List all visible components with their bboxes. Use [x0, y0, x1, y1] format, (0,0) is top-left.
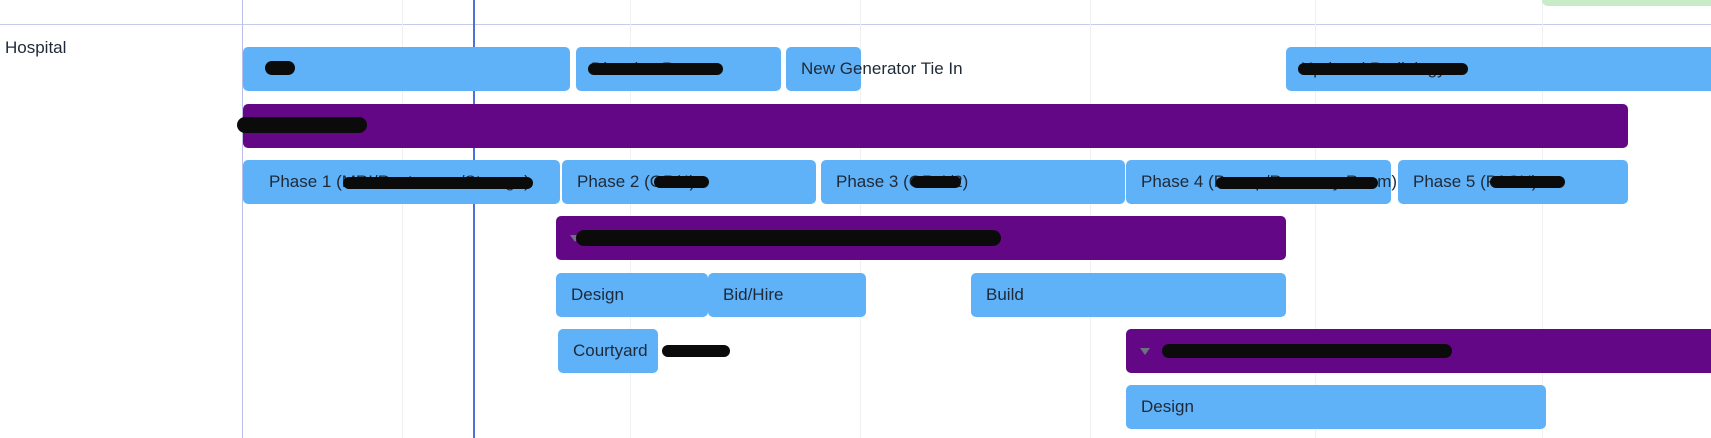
- redaction: [1216, 177, 1378, 189]
- redaction: [576, 230, 1001, 246]
- label-column-divider: [242, 0, 243, 438]
- task-bar-phase-2[interactable]: Phase 2 (OR/4): [562, 160, 816, 204]
- gridline: [1542, 0, 1543, 438]
- task-bar-design[interactable]: Design: [1126, 385, 1546, 429]
- task-bar-bid-hire[interactable]: Bid/Hire: [708, 273, 866, 317]
- task-bar-design[interactable]: Design: [556, 273, 708, 317]
- chevron-down-icon[interactable]: [1140, 347, 1150, 355]
- redaction: [911, 176, 961, 188]
- gridline: [1315, 0, 1316, 438]
- row-label: Hospital: [5, 38, 67, 57]
- redaction: [588, 63, 723, 75]
- group-bar-project-a[interactable]: [556, 216, 1286, 260]
- task-bar[interactable]: [243, 47, 570, 91]
- task-bar-build[interactable]: Build: [971, 273, 1286, 317]
- group-bar-project-b[interactable]: [1126, 329, 1711, 373]
- task-bar-phase-5[interactable]: Phase 5 (PACU): [1398, 160, 1628, 204]
- task-bar-dictation-room[interactable]: Dictation Room: [576, 47, 781, 91]
- redaction: [265, 61, 295, 75]
- task-bar-radiology[interactable]: Updated Radiology: [1286, 47, 1711, 91]
- chevron-down-icon[interactable]: [570, 234, 580, 242]
- task-bar-phase-1[interactable]: Phase 1 (MRI/Restrooms/Storage): [243, 160, 560, 204]
- task-bar-phase-3[interactable]: Phase 3 (OR 1/2): [821, 160, 1125, 204]
- task-bar-phase-4[interactable]: Phase 4 (Pre-op/Recovery Room): [1126, 160, 1397, 204]
- redaction: [1162, 344, 1452, 358]
- redaction: [343, 177, 533, 189]
- task-bar-generator-tie-in[interactable]: New Generator Tie In: [786, 47, 963, 91]
- group-bar-phases[interactable]: [237, 104, 1628, 148]
- header-divider: [0, 24, 1711, 25]
- task-bar-top-right[interactable]: [1542, 0, 1711, 6]
- redaction: [662, 345, 730, 357]
- gridline: [402, 0, 403, 438]
- redaction: [1490, 176, 1565, 188]
- redaction: [1298, 63, 1468, 75]
- redaction: [237, 117, 367, 133]
- redaction: [654, 176, 709, 188]
- today-marker: [473, 0, 475, 438]
- task-bar-courtyard[interactable]: Courtyard: [558, 329, 730, 373]
